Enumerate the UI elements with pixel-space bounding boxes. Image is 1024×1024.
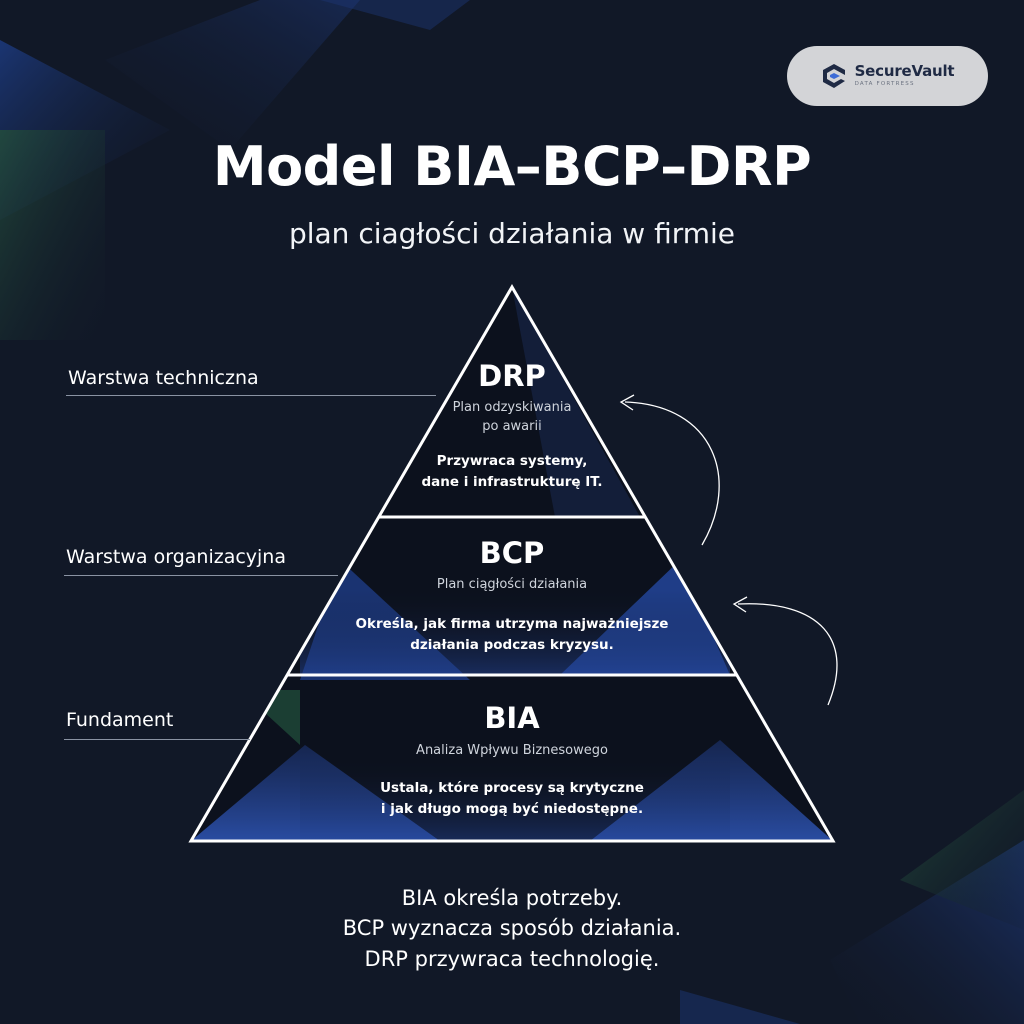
bg-shape [105,0,360,150]
layer-line [66,395,436,396]
bcp-description-line2: działania podczas kryzysu. [410,636,614,653]
bia-subtitle: Analiza Wpływu Biznesowego [416,743,608,758]
bg-shape [320,0,470,30]
layer-label-organizational: Warstwa organizacyjna [66,546,286,568]
bg-shape [900,790,1024,930]
drp-subtitle-line2: po awarii [482,418,542,434]
securevault-logo-icon [822,64,845,88]
drp-title: DRP [478,359,546,393]
drp-description-line1: Przywraca systemy, [436,452,588,469]
upward-arrow-icon [732,596,838,706]
bcp-title: BCP [479,536,545,570]
drp-description-line2: dane i infrastrukturę IT. [421,473,603,490]
layer-label-technical: Warstwa techniczna [68,367,259,389]
footer-line: BIA określa potrzeby. [401,886,623,910]
layer-line [64,575,338,576]
bia-description-line2: i jak długo mogą być niedostępne. [380,800,644,817]
upward-arrow-icon [619,394,720,546]
bcp-description-line1: Określa, jak firma utrzyma najważniejsze [355,615,669,632]
footer-line: DRP przywraca technologię. [364,946,660,971]
bg-shape [0,130,105,340]
brand-tagline: DATA FORTRESS [854,81,915,88]
footer-summary: BIA określa potrzeby. BCP wyznacza sposó… [0,883,1024,974]
page-subtitle: plan ciagłości działania w firmie [288,217,736,250]
brand-name: SecureVault [854,62,955,81]
brand-logo: SecureVault DATA FORTRESS [787,46,988,106]
bia-title: BIA [484,701,540,735]
footer-line: BCP wyznacza sposób działania. [342,916,682,941]
page-title: Model BIA–BCP–DRP [212,135,812,198]
bg-shape [680,990,800,1024]
pyramid-outline [188,284,836,843]
layer-label-foundation: Fundament [66,709,174,731]
bcp-subtitle: Plan ciągłości działania [436,577,588,592]
bia-description-line1: Ustala, które procesy są krytyczne [380,779,644,796]
drp-subtitle-line1: Plan odzyskiwania [452,400,572,415]
tier-bia: BIA Analiza Wpływu Biznesowego Ustala, k… [312,704,712,820]
tier-drp: DRP Plan odzyskiwania po awarii Przywrac… [362,362,662,493]
tier-bcp: BCP Plan ciągłości działania Określa, ja… [312,539,712,656]
layer-line [64,739,250,740]
